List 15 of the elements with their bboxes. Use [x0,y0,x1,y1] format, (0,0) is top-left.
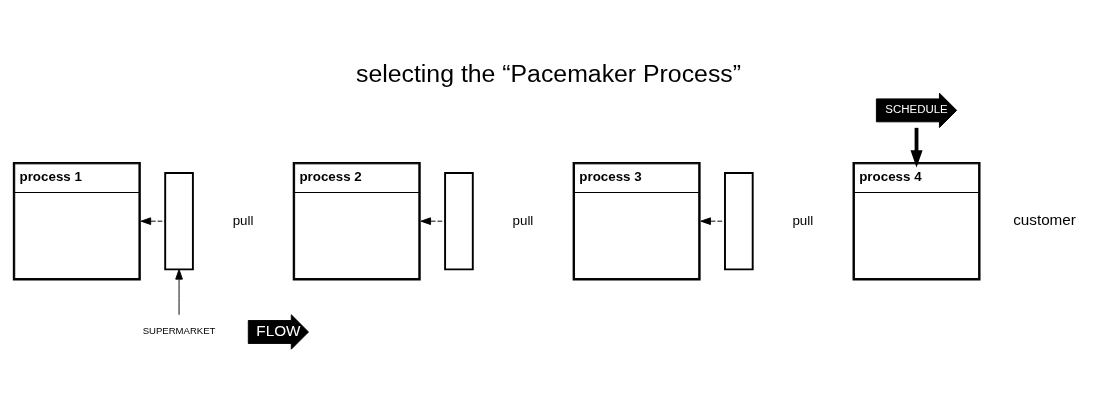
arrow [420,217,446,225]
arrow [140,217,166,225]
node-box [724,171,754,271]
label: pull [512,212,534,228]
node-text: customer [1013,210,1076,228]
diagram-title: selecting the “Pacemaker Process” [356,59,741,87]
arrow [175,269,183,316]
label: pull [792,212,814,228]
node-box [444,171,474,271]
label: pull [232,212,254,228]
label: FLOW [256,321,301,339]
node-box [164,171,194,271]
arrow [700,217,726,225]
arrow [910,127,923,168]
node-text: SUPERMARKET [142,325,216,337]
